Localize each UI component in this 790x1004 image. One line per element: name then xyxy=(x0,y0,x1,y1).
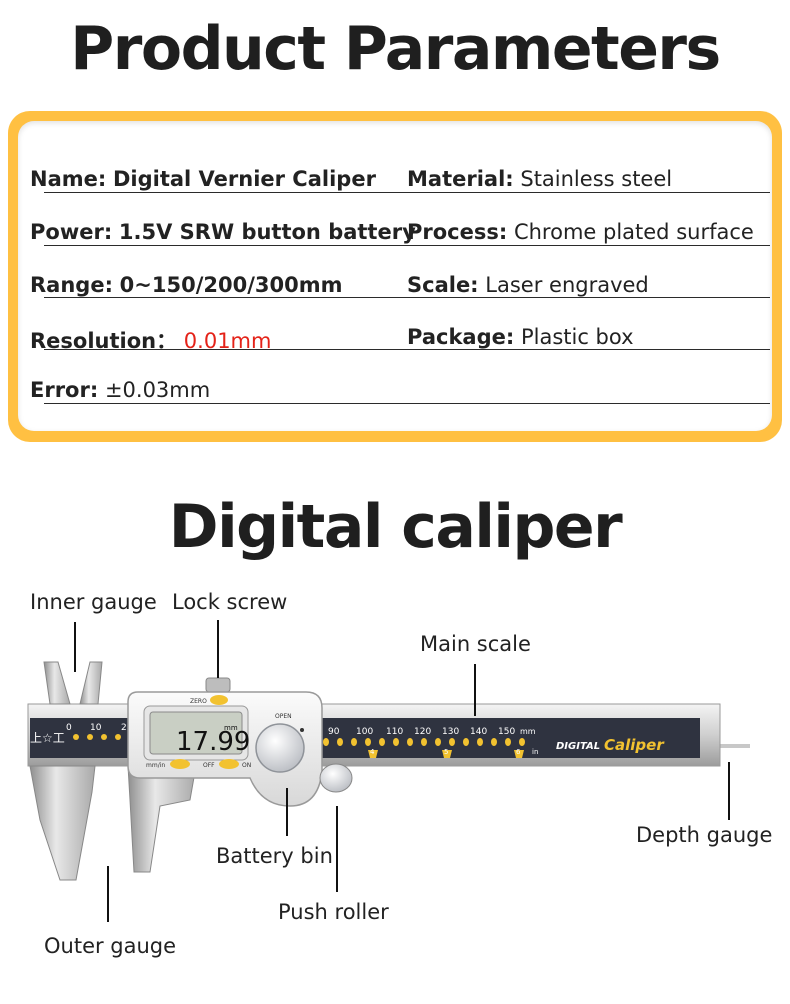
row-divider xyxy=(44,192,770,193)
inner-jaw-fixed xyxy=(43,661,71,705)
lock-screw[interactable] xyxy=(205,677,231,693)
brand-script: Caliper xyxy=(604,736,665,754)
param-package: Package: Plastic box xyxy=(407,325,634,349)
outer-jaw-fixed xyxy=(29,765,96,881)
open-label: OPEN xyxy=(275,713,292,720)
pointer-lock-screw xyxy=(217,620,219,678)
scale-label-left: 2 xyxy=(121,723,127,733)
row-divider xyxy=(44,349,770,350)
param-name: Name: Digital Vernier Caliper xyxy=(30,167,376,191)
digital-caliper-title: Digital caliper xyxy=(168,492,623,562)
param-material: Material: Stainless steel xyxy=(407,167,673,191)
label-outer-gauge: Outer gauge xyxy=(44,934,177,958)
battery-cover[interactable] xyxy=(255,723,305,773)
param-error: Error: ±0.03mm xyxy=(30,378,211,402)
mm-in-button[interactable] xyxy=(170,759,190,769)
inner-jaw-moving xyxy=(79,661,103,705)
scale-unit-mm: mm xyxy=(520,727,536,736)
inch-unit: in xyxy=(532,748,538,756)
row-divider xyxy=(44,403,770,404)
inch-label: 5 xyxy=(444,748,448,756)
inch-label: 4 xyxy=(370,748,375,756)
label-main-scale: Main scale xyxy=(420,632,531,656)
on-label: ON xyxy=(242,762,251,769)
pointer-outer-gauge xyxy=(107,866,109,922)
scale-dots-right xyxy=(323,738,525,746)
scale-dots-left xyxy=(73,734,121,740)
scale-label-120: 120 xyxy=(414,727,431,737)
label-lock-screw: Lock screw xyxy=(172,590,288,614)
outer-jaw-moving xyxy=(127,765,197,873)
scale-label-left: 10 xyxy=(90,723,102,733)
param-power: Power: 1.5V SRW button battery xyxy=(30,220,416,244)
inch-markers xyxy=(368,750,524,758)
param-range: Range: 0~150/200/300mm xyxy=(30,273,343,297)
zero-label: ZERO xyxy=(190,698,207,705)
open-dot xyxy=(300,728,304,732)
pointer-depth-gauge xyxy=(728,762,730,820)
lcd-reading: 17.99 xyxy=(176,727,250,757)
pointer-main-scale xyxy=(474,664,476,716)
parameters-panel: Name: Digital Vernier Caliper Material: … xyxy=(8,111,782,442)
mm-in-label: mm/in xyxy=(146,762,165,769)
scale-label-140: 140 xyxy=(470,727,487,737)
pointer-battery-bin xyxy=(286,788,288,836)
param-process: Process: Chrome plated surface xyxy=(407,220,754,244)
push-roller[interactable] xyxy=(319,763,353,793)
label-depth-gauge: Depth gauge xyxy=(636,823,773,847)
scale-label-90: 90 xyxy=(328,727,340,737)
parameters-table: Name: Digital Vernier Caliper Material: … xyxy=(18,121,772,431)
brand-mark: 上☆工 xyxy=(30,731,65,745)
off-label: OFF xyxy=(203,762,215,769)
scale-label-left: 0 xyxy=(66,723,72,733)
lcd-unit: mm xyxy=(224,724,238,732)
scale-label-100: 100 xyxy=(356,727,373,737)
brand-text: DIGITAL xyxy=(556,741,600,752)
pointer-push-roller xyxy=(336,806,338,892)
pointer-inner-gauge xyxy=(74,622,76,672)
scale-label-130: 130 xyxy=(442,727,459,737)
zero-button[interactable] xyxy=(210,695,228,705)
param-scale: Scale: Laser engraved xyxy=(407,273,649,297)
lcd-screen xyxy=(149,711,243,755)
label-inner-gauge: Inner gauge xyxy=(30,590,157,614)
on-off-button[interactable] xyxy=(219,759,239,769)
scale-label-150: 150 xyxy=(498,727,515,737)
product-parameters-title: Product Parameters xyxy=(70,14,721,84)
label-battery-bin: Battery bin xyxy=(216,844,333,868)
row-divider xyxy=(44,297,770,298)
inch-label: 6 xyxy=(516,748,521,756)
scale-label-110: 110 xyxy=(386,727,403,737)
depth-rod xyxy=(700,744,750,748)
row-divider xyxy=(44,245,770,246)
label-push-roller: Push roller xyxy=(278,900,389,924)
